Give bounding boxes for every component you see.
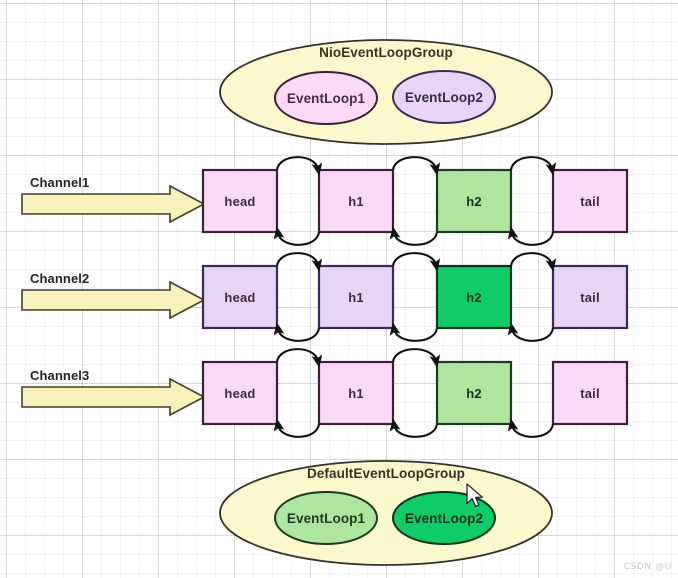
channel1-box-tail[interactable] (551, 168, 629, 234)
channel3-box-h1[interactable] (317, 360, 395, 426)
channel1-link-2-forward (509, 156, 557, 176)
channel2-link-1-forward (391, 252, 441, 272)
channel2-inbound-arrow (21, 280, 206, 320)
channel1-inbound-arrow (21, 184, 206, 224)
channel1-link-1-forward (391, 156, 441, 176)
channel2-box-head[interactable] (201, 264, 279, 330)
channel3-link-2-back (507, 418, 555, 438)
channel2-link-0-back (273, 322, 321, 342)
nio-event-loop-group-title: NioEventLoopGroup (319, 45, 453, 60)
channel1-box-h2[interactable] (435, 168, 513, 234)
channel1-label: Channel1 (30, 175, 90, 190)
channel2-box-h1[interactable] (317, 264, 395, 330)
channel2-link-2-forward (509, 252, 557, 272)
channel3-box-h2[interactable] (435, 360, 513, 426)
channel2-link-2-back (507, 322, 555, 342)
channel3-link-0-back (273, 418, 321, 438)
channel2-box-h2[interactable] (435, 264, 513, 330)
channel1-box-head[interactable] (201, 168, 279, 234)
channel2-link-0-forward (275, 252, 323, 272)
channel3-link-1-back (389, 418, 439, 438)
channel2-box-tail[interactable] (551, 264, 629, 330)
channel1-link-0-back (273, 226, 321, 246)
nio-event-loop-1[interactable]: EventLoop1 (286, 90, 366, 106)
default-event-loop-1[interactable]: EventLoop1 (286, 510, 366, 526)
nio-event-loop-2-ellipse[interactable] (392, 70, 496, 124)
default-event-loop-1-ellipse[interactable] (274, 491, 378, 545)
watermark: CSDN @U (623, 562, 672, 572)
channel1-box-h1[interactable] (317, 168, 395, 234)
default-event-loop-group-title: DefaultEventLoopGroup (306, 466, 466, 481)
channel3-link-0-forward (275, 348, 323, 368)
channel1-link-0-forward (275, 156, 323, 176)
default-event-loop-2[interactable]: EventLoop2 (404, 510, 484, 526)
channel3-inbound-arrow (21, 377, 206, 417)
channel2-label: Channel2 (30, 271, 90, 286)
channel2-link-1-back (389, 322, 439, 342)
channel3-box-head[interactable] (201, 360, 279, 426)
channel3-link-1-forward (391, 348, 441, 368)
channel1-link-2-back (507, 226, 555, 246)
channel3-label: Channel3 (30, 368, 90, 383)
nio-event-loop-2[interactable]: EventLoop2 (404, 89, 484, 105)
nio-event-loop-1-ellipse[interactable] (274, 71, 378, 125)
channel1-link-1-back (389, 226, 439, 246)
channel3-box-tail[interactable] (551, 360, 629, 426)
